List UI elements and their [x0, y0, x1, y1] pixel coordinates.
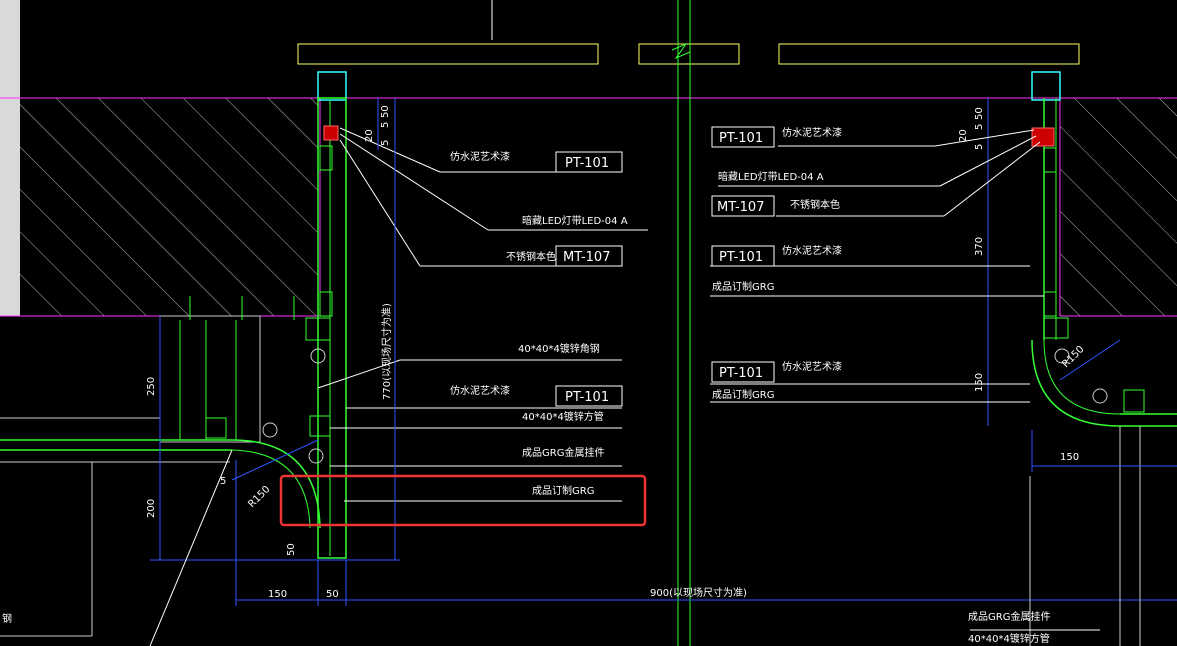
right-led-label: 暗藏LED灯带LED-04 A — [718, 170, 824, 183]
left-wall-panel — [317, 97, 347, 559]
right-tag-2-code: MT-107 — [717, 200, 764, 215]
right-tag-3: PT-101 仿水泥艺术漆 — [711, 244, 842, 267]
right-bracket-3 — [1043, 317, 1069, 339]
right-tag-4: PT-101 仿水泥艺术漆 — [711, 360, 842, 383]
r-leader-led-d — [939, 135, 1037, 187]
left-dim-250: 250 — [146, 377, 157, 396]
right-hanger-1 — [1054, 348, 1070, 364]
right-top-cap — [1031, 71, 1061, 101]
left-grg-label: 成品订制GRG — [532, 484, 594, 497]
left-dim-20: 20 — [364, 129, 375, 142]
right-tag-4-code: PT-101 — [719, 366, 763, 381]
right-bracket-4 — [1123, 389, 1145, 413]
right-grg2-label: 成品订制GRG — [712, 388, 774, 401]
left-tag-1: PT-101 仿水泥艺术漆 — [450, 150, 623, 173]
right-dim-r150: R150 — [1060, 344, 1086, 370]
right-led-strip — [1031, 127, 1055, 147]
right-bracket-1 — [1043, 147, 1057, 173]
left-tag-3-code: PT-101 — [565, 390, 609, 405]
right-curved-outer — [1031, 339, 1121, 427]
right-hanger-label: 成品GRG金属挂件 — [968, 610, 1050, 623]
left-tag-2-code: MT-107 — [563, 250, 610, 265]
left-top-cap — [317, 71, 347, 101]
r-leader-pt101-1-d — [934, 129, 1035, 147]
left-tag-3: PT-101 仿水泥艺术漆 — [450, 384, 623, 407]
left-hanger-1 — [310, 348, 326, 364]
beam-left — [297, 43, 599, 65]
left-hanger-2 — [308, 448, 324, 464]
left-dim-5: 5 — [220, 476, 226, 487]
left-dim-200: 200 — [146, 499, 157, 518]
bottom-left-text: 钢 — [2, 612, 12, 625]
break-symbol — [671, 42, 691, 60]
right-tag-3-desc: 仿水泥艺术漆 — [782, 244, 842, 257]
left-bracket-1 — [319, 145, 333, 171]
left-hanger-3 — [262, 422, 278, 438]
side-panel — [0, 0, 20, 316]
right-tag-1-code: PT-101 — [719, 131, 763, 146]
highlight-box — [279, 474, 647, 527]
left-dim-50b: 50 — [286, 543, 297, 556]
curved-grg-inner — [231, 449, 311, 529]
left-dim-r150: R150 — [246, 484, 272, 510]
left-led-strip — [323, 125, 339, 141]
left-steel-angle-label: 40*40*4镀锌角钢 — [518, 342, 600, 355]
left-dim-5a: 5 — [380, 140, 391, 146]
right-dim-150: 150 — [974, 373, 985, 392]
right-dim-5b: 5 — [974, 124, 985, 130]
concrete-slab-right — [1060, 98, 1177, 316]
leader-bottom-diag — [149, 449, 233, 646]
left-dim-770: 770(以现场尺寸为准) — [380, 303, 393, 400]
left-steel-tube-label: 40*40*4镀锌方管 — [522, 410, 604, 423]
left-hanger-label: 成品GRG金属挂件 — [522, 446, 604, 459]
left-bracket-2 — [319, 291, 333, 317]
beam-right — [778, 43, 1080, 65]
right-r150-line — [1059, 339, 1121, 381]
left-tag-3-desc: 仿水泥艺术漆 — [450, 384, 510, 397]
left-tag-2-desc: 不锈钢本色 — [506, 250, 556, 263]
left-dim-900: 900(以现场尺寸为准) — [650, 586, 747, 599]
right-dim-370: 370 — [974, 237, 985, 256]
curved-grg-outer — [231, 439, 321, 529]
right-bracket-2 — [1043, 291, 1057, 317]
right-tag-3-code: PT-101 — [719, 250, 763, 265]
leader-pt101-1 — [339, 127, 441, 173]
stud-base — [205, 417, 227, 439]
right-tag-2: MT-107 不锈钢本色 — [711, 195, 840, 217]
left-dim-5b: 5 — [380, 122, 391, 128]
leader-mt107 — [339, 139, 421, 267]
right-hanger-2 — [1092, 388, 1108, 404]
left-bracket-4 — [309, 415, 331, 437]
right-grg1-label: 成品订制GRG — [712, 280, 774, 293]
right-dim-150b: 150 — [1060, 452, 1079, 463]
right-curved-inner — [1043, 339, 1121, 415]
right-steel-tube-label: 40*40*4镀锌方管 — [968, 632, 1050, 645]
left-dim-50: 50 — [380, 105, 391, 118]
right-dim-5a: 5 — [974, 144, 985, 150]
right-tag-2-desc: 不锈钢本色 — [790, 198, 840, 211]
leader-led — [339, 133, 489, 231]
left-tag-2: MT-107 不锈钢本色 — [506, 245, 623, 267]
r-leader-mt107-d — [943, 141, 1041, 217]
left-dim-150: 150 — [268, 589, 287, 600]
right-tag-1: PT-101 仿水泥艺术漆 — [711, 126, 842, 148]
dim-r150-line — [231, 439, 319, 481]
beam-middle — [638, 43, 740, 65]
left-bracket-3 — [305, 317, 331, 341]
right-dim-20: 20 — [958, 129, 969, 142]
right-tag-1-desc: 仿水泥艺术漆 — [782, 126, 842, 139]
leader-angle — [317, 359, 401, 389]
left-tag-1-code: PT-101 — [565, 156, 609, 171]
left-frame — [159, 315, 261, 443]
right-dim-50: 50 — [974, 107, 985, 120]
concrete-slab-left — [20, 98, 318, 316]
left-dim-50c: 50 — [326, 589, 339, 600]
left-tag-1-desc: 仿水泥艺术漆 — [450, 150, 510, 163]
left-led-label: 暗藏LED灯带LED-04 A — [522, 214, 628, 227]
right-tag-4-desc: 仿水泥艺术漆 — [782, 360, 842, 373]
